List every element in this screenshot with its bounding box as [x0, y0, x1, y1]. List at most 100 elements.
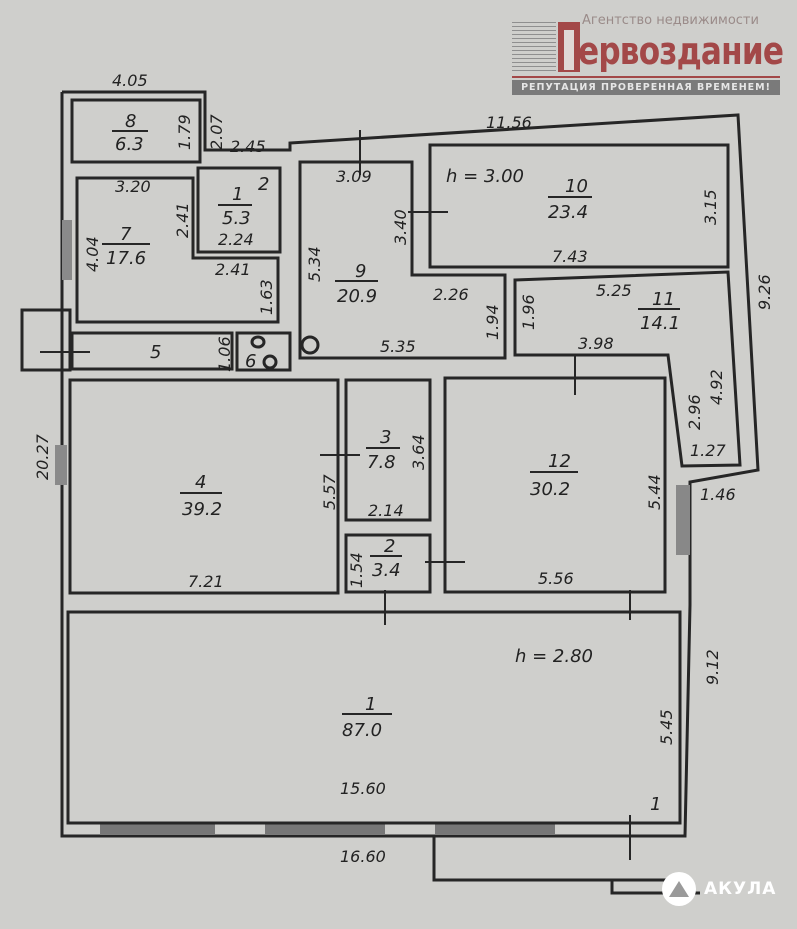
dim-label: 3.64: [409, 434, 428, 470]
dim-label: 3.40: [391, 209, 410, 245]
logo-tagline: РЕПУТАЦИЯ ПРОВЕРЕННАЯ ВРЕМЕНЕМ!: [512, 80, 780, 95]
room-10-area: 23.4: [548, 202, 588, 223]
dim-label: 3.20: [115, 177, 151, 196]
dim-label: 5.25: [596, 281, 632, 300]
window: [100, 824, 215, 834]
room-12-number: 12: [548, 451, 571, 472]
watermark: АКУЛА: [662, 872, 776, 906]
shark-logo-icon: [662, 872, 696, 906]
room-10: [428, 143, 730, 269]
dim-label: 1.79: [175, 114, 194, 150]
room-1-small-number: 1: [232, 184, 243, 205]
room-4: [68, 378, 340, 595]
room-4-number: 4: [195, 472, 206, 493]
room-9-number: 9: [355, 261, 366, 282]
ceiling-height-lower: h = 2.80: [515, 646, 593, 667]
dim-label: 1.46: [700, 485, 736, 504]
room-7-area: 17.6: [106, 248, 146, 269]
dim-label: 1.54: [347, 552, 366, 588]
room-7: [75, 176, 280, 324]
room-1-number: 1: [365, 694, 376, 715]
room-2-number: 2: [384, 536, 395, 557]
dim-label: 20.27: [33, 433, 52, 480]
window: [55, 445, 67, 485]
room-6-number: 6: [245, 351, 256, 372]
boiler-icon: [300, 335, 320, 355]
room-11: [513, 270, 742, 468]
dim-label: 5.35: [380, 337, 416, 356]
dim-label: 1.96: [519, 294, 538, 330]
room-9: [298, 160, 507, 360]
room-2: [344, 533, 432, 594]
logo-stripes: [512, 22, 556, 72]
dim-label: 2.07: [207, 114, 226, 150]
room-2-small-number: 2: [258, 174, 269, 195]
dim-label: 1.27: [690, 441, 726, 460]
dim-label: 5.56: [538, 569, 574, 588]
ceiling-height-upper: h = 3.00: [446, 166, 524, 187]
room-2-area: 3.4: [372, 560, 401, 581]
room-12-area: 30.2: [530, 479, 570, 500]
dim-label: 9.12: [703, 649, 722, 685]
agency-logo: Агентство недвижимости ервоздание РЕПУТА…: [512, 13, 784, 96]
room-12: [443, 376, 667, 594]
room-8: [70, 98, 202, 164]
dim-label: 15.60: [340, 779, 386, 798]
dim-label: 1.94: [483, 304, 502, 340]
dim-label: 1.63: [257, 279, 276, 315]
room-1-area: 87.0: [342, 720, 382, 741]
room-11-number: 11: [652, 289, 675, 310]
window: [676, 485, 690, 555]
sink-icon: [262, 354, 278, 370]
room-1-small-area: 5.3: [222, 208, 251, 229]
dim-label: 5.45: [657, 709, 676, 745]
logo-building-icon: [558, 22, 580, 72]
dim-label: 3.09: [336, 167, 372, 186]
dim-label: 5.44: [645, 474, 664, 510]
dimensions: 4.05 1.79 2.07 2.45 11.56 3.20 2.41 4.04…: [33, 71, 774, 866]
rooms: [66, 98, 742, 825]
dim-label: 5.57: [320, 474, 339, 510]
room-5-number: 5: [150, 342, 161, 363]
dim-label: 2.24: [218, 230, 254, 249]
room-10-number: 10: [565, 176, 588, 197]
dim-label: 4.92: [707, 369, 726, 405]
watermark-text: АКУЛА: [704, 879, 777, 899]
dim-label: 2.14: [368, 501, 404, 520]
room-4-area: 39.2: [182, 499, 222, 520]
dim-label: 2.26: [433, 285, 469, 304]
window: [435, 824, 555, 834]
room-3-number: 3: [380, 427, 391, 448]
dim-label: 4.04: [83, 236, 102, 272]
dim-label: 16.60: [340, 847, 386, 866]
walls: [20, 90, 760, 895]
dim-label: 3.15: [701, 189, 720, 225]
room-labels: 8 6.3 7 17.6 1 5.3 2 9 20.9 10 23.4 11 1…: [102, 111, 680, 815]
window: [265, 824, 385, 834]
dim-label: 5.34: [305, 246, 324, 282]
dim-label: 3.98: [578, 334, 614, 353]
room-9-area: 20.9: [337, 286, 377, 307]
room-1-marker: 1: [650, 794, 661, 815]
dim-label: 2.41: [215, 260, 251, 279]
room-6: [235, 331, 292, 372]
dim-label: 11.56: [486, 113, 532, 132]
dim-label: 2.41: [173, 202, 192, 238]
door-marks: [40, 130, 631, 860]
dim-label: 7.21: [188, 572, 224, 591]
window: [62, 220, 72, 280]
room-1: [66, 610, 682, 825]
room-11-area: 14.1: [640, 313, 680, 334]
dim-label: 2.96: [685, 394, 704, 430]
room-8-area: 6.3: [115, 134, 144, 155]
room-8-number: 8: [125, 111, 136, 132]
dim-label: 4.05: [112, 71, 148, 90]
logo-name: ервоздание: [578, 29, 784, 73]
toilet-icon: [250, 335, 266, 349]
dim-label: 7.43: [552, 247, 588, 266]
dim-label: 1.06: [215, 336, 234, 372]
logo-subtitle: Агентство недвижимости: [582, 13, 759, 28]
logo-divider: [512, 76, 780, 78]
room-1-small: [196, 166, 282, 254]
